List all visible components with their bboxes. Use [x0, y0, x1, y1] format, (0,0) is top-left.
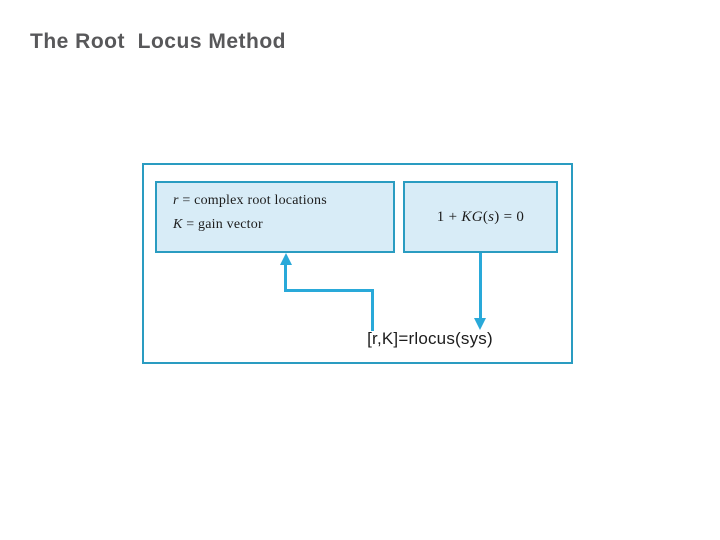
arrow-elbow-lower-segment [371, 289, 374, 331]
equation-post: ) = 0 [494, 208, 525, 225]
outputs-line-2: K = gain vector [173, 213, 393, 237]
equation-box: 1 + KG(s) = 0 [403, 181, 558, 253]
slide-title: The Root Locus Method [30, 30, 286, 53]
command-label: [r,K]=rlocus(sys) [367, 329, 493, 348]
arrow-elbow-upper-segment [284, 263, 287, 292]
outputs-box: r = complex root locations K = gain vect… [155, 181, 395, 253]
arrow-elbow-horizontal-segment [284, 289, 374, 292]
equation-kg: KG [461, 208, 483, 225]
outputs-line-1: r = complex root locations [173, 189, 393, 213]
arrow-up-head-icon [280, 253, 292, 265]
equation-pre: 1 + [436, 208, 462, 225]
characteristic-equation: 1 + KG(s) = 0 [437, 209, 525, 226]
equation-open-paren: ( [482, 208, 489, 225]
outputs-line-1-text: = complex root locations [178, 193, 327, 208]
diagram-frame: r = complex root locations K = gain vect… [142, 163, 573, 364]
arrow-down-segment [479, 253, 482, 320]
arrow-down-head-icon [474, 318, 486, 330]
outputs-line-2-text: = gain vector [182, 217, 263, 232]
variable-k: K [173, 217, 183, 232]
variable-r: r [173, 193, 179, 208]
equation-s: s [488, 208, 495, 225]
